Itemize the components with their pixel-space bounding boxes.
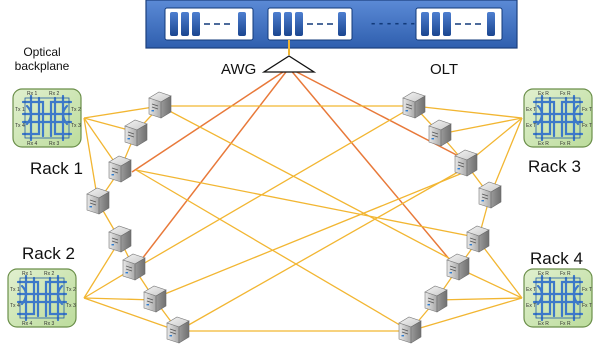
server-icon (108, 225, 132, 253)
svg-text:Rx 3: Rx 3 (49, 141, 60, 147)
svg-text:Ex R: Ex R (538, 91, 549, 97)
server-icon (446, 253, 470, 281)
optical-backplane-rack4: Ex R Fx R Ex T Fx T Ex T Fx T Ex R Fx R (522, 267, 594, 329)
backplane-label: Optical backplane (2, 46, 82, 72)
server-icon (124, 119, 148, 147)
server-icon (86, 187, 110, 215)
svg-text:Rx 2: Rx 2 (49, 91, 60, 97)
svg-text:Tx 3: Tx 3 (71, 123, 81, 129)
svg-text:Tx 2: Tx 2 (71, 107, 81, 113)
server-icon (143, 285, 167, 313)
svg-text:Rx 1: Rx 1 (22, 271, 33, 277)
svg-text:Tx 2: Tx 2 (66, 287, 76, 293)
olt-gap-dashes: - - - - - - (371, 15, 415, 30)
svg-text:Rx 1: Rx 1 (27, 91, 38, 97)
server-icon (454, 149, 478, 177)
svg-text:Tx 4: Tx 4 (10, 303, 20, 309)
svg-text:Fx T: Fx T (582, 107, 592, 113)
server-icon (108, 155, 132, 183)
server-icon (428, 119, 452, 147)
rack-1-label: Rack 1 (30, 159, 83, 178)
svg-text:Fx R: Fx R (560, 321, 571, 327)
svg-text:Fx R: Fx R (560, 141, 571, 147)
optical-backplane-rack3: Ex R Fx R Ex T Fx T Ex T Fx T Ex R Fx R (522, 87, 594, 149)
olt-chassis: - - - - - - (145, 0, 518, 55)
svg-text:Rx 2: Rx 2 (44, 271, 55, 277)
rack-3-label: Rack 3 (528, 157, 581, 176)
backplane-label-line1: Optical (23, 45, 61, 59)
svg-text:Ex T: Ex T (526, 287, 536, 293)
svg-text:Ex T: Ex T (526, 303, 536, 309)
server-icon (478, 181, 502, 209)
svg-text:Fx T: Fx T (582, 303, 592, 309)
optical-backplane-rack1: Rx 1 Rx 2 Tx 1 Tx 2 Tx 4 Tx 3 Rx 4 Rx 3 (11, 87, 83, 149)
backplane-label-line2: backplane (14, 59, 70, 73)
awg-links (131, 67, 471, 269)
svg-text:Ex T: Ex T (526, 107, 536, 113)
svg-text:Ex R: Ex R (538, 271, 549, 277)
server-icon (166, 316, 190, 344)
awg-label: AWG (221, 61, 257, 78)
server-icon (122, 253, 146, 281)
rack-4-label: Rack 4 (530, 249, 583, 268)
svg-text:Rx 4: Rx 4 (27, 141, 38, 147)
svg-text:Fx R: Fx R (560, 91, 571, 97)
svg-text:Tx 1: Tx 1 (15, 107, 25, 113)
svg-text:Tx 1: Tx 1 (10, 287, 20, 293)
server-icon (148, 91, 172, 119)
servers (86, 91, 502, 344)
svg-text:Ex R: Ex R (538, 321, 549, 327)
server-icon (466, 225, 490, 253)
svg-text:Tx 3: Tx 3 (66, 303, 76, 309)
awg-triangle (261, 55, 317, 73)
svg-text:Ex R: Ex R (538, 141, 549, 147)
svg-text:Rx 4: Rx 4 (22, 321, 33, 327)
optical-backplane-rack2: Rx 1 Rx 2 Tx 1 Tx 2 Tx 4 Tx 3 Rx 4 Rx 3 (6, 267, 78, 329)
server-icon (402, 91, 426, 119)
svg-text:Ex T: Ex T (526, 123, 536, 129)
server-icon (424, 285, 448, 313)
rack-2-label: Rack 2 (22, 244, 75, 263)
svg-text:Tx 4: Tx 4 (15, 123, 25, 129)
olt-label: OLT (430, 61, 459, 78)
svg-text:Fx T: Fx T (582, 123, 592, 129)
server-icon (398, 316, 422, 344)
svg-text:Rx 3: Rx 3 (44, 321, 55, 327)
svg-text:Fx T: Fx T (582, 287, 592, 293)
svg-text:Fx R: Fx R (560, 271, 571, 277)
